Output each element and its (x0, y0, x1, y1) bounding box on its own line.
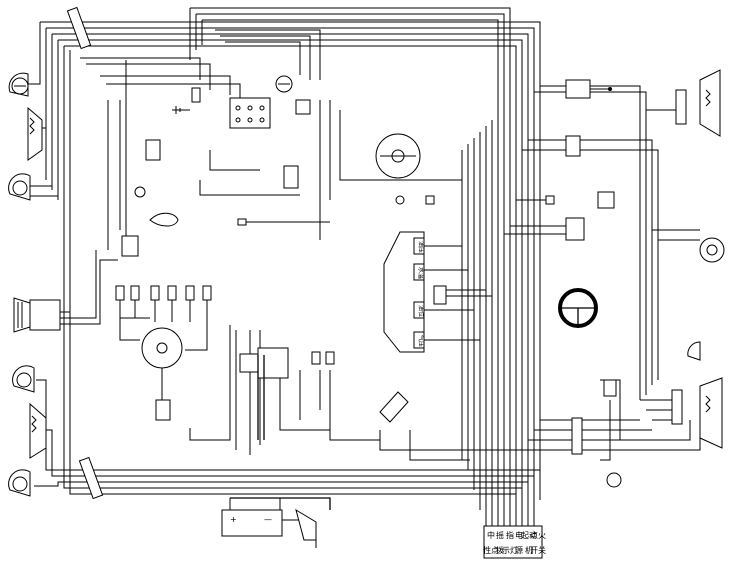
wiper-switch (565, 217, 585, 241)
fuse-box-right (597, 191, 615, 209)
air-pressure-label: 气压 (417, 335, 425, 347)
left-headlamp-lower (12, 365, 35, 393)
fuse-block-top-left (66, 6, 92, 50)
battery: + — (221, 509, 283, 537)
voltage-regulator (295, 99, 311, 115)
legend-col1-bottom: 性点 (483, 545, 499, 555)
fuel-level-label: 油位 (417, 305, 425, 317)
flasher-unit (191, 87, 201, 103)
oil-pressure-sender (134, 186, 146, 198)
starter-motor (239, 347, 289, 440)
fuse-block-bottom-left (78, 456, 104, 500)
ground-terminal-left (172, 106, 190, 114)
turn-signal-switch (565, 135, 581, 157)
battery-positive-sign: + (230, 515, 237, 524)
legend-col4-bottom: 源 (515, 546, 523, 555)
legend-col2-top: 摇 (496, 530, 504, 540)
legend-col6-bottom: 开关 (530, 545, 546, 555)
left-side-lamp-upper (27, 106, 43, 161)
spark-plugs (115, 285, 212, 301)
horn-button (149, 212, 179, 227)
fuel-sender (121, 235, 139, 257)
legend-col6-top: 点火 (530, 531, 546, 540)
battery-cut-off-switch (295, 508, 317, 548)
alternator (375, 133, 421, 179)
legend-col3-bottom: 示灯 (502, 545, 518, 555)
right-headlamp-bottom (699, 377, 723, 449)
dimmer-relay (283, 165, 299, 189)
water-temp-label: 水温 (417, 267, 425, 279)
left-headlamp-top (8, 72, 29, 97)
fuse-far-right (545, 195, 555, 205)
left-horn (13, 297, 61, 333)
wiper-motor-relay (145, 139, 161, 161)
legend-col2-bottom: 拨 (496, 545, 504, 555)
reverse-light (687, 341, 701, 361)
instrument-panel: 油压 水温 油位 气压 (383, 231, 447, 353)
wire-harness (24, 7, 701, 528)
steering-wheel (558, 288, 598, 328)
tail-light-socket (699, 237, 725, 263)
fuse-block-bottom-right (671, 389, 683, 425)
left-side-lamp-lower (29, 402, 47, 459)
legend-col4-top: 电 (515, 530, 523, 540)
horn-relay (275, 75, 293, 93)
temperature-probe (237, 218, 330, 226)
legend-col1-top: 中 (487, 530, 495, 540)
ground-symbol-mid (395, 195, 405, 205)
oil-pressure-switch (311, 351, 335, 365)
legend-col5-top: 起动 (521, 530, 537, 540)
horn-relay-right (606, 472, 622, 488)
right-headlamp-top (699, 69, 721, 137)
battery-negative-sign: — (264, 515, 272, 524)
legend-col5-bottom: 机 (525, 545, 533, 555)
connector-block-right (571, 417, 583, 455)
headlight-switch (565, 79, 612, 99)
ignition-switch (379, 391, 409, 423)
ignition-relay (229, 97, 271, 129)
left-headlamp-bottom (8, 469, 31, 497)
legend-box: 中 性点 摇 拨 指 示灯 电 源 起动 机 点火 开关 (483, 525, 546, 559)
ignition-coil (155, 399, 171, 421)
fuse-mid-right (425, 195, 435, 205)
distributor (141, 327, 183, 400)
left-headlamp-mid (8, 173, 31, 201)
fuse-block-top-right (675, 89, 687, 125)
ground-point-right (603, 379, 617, 397)
legend-col3-top: 指 (506, 530, 514, 540)
oil-pressure-label: 油压 (417, 241, 425, 253)
